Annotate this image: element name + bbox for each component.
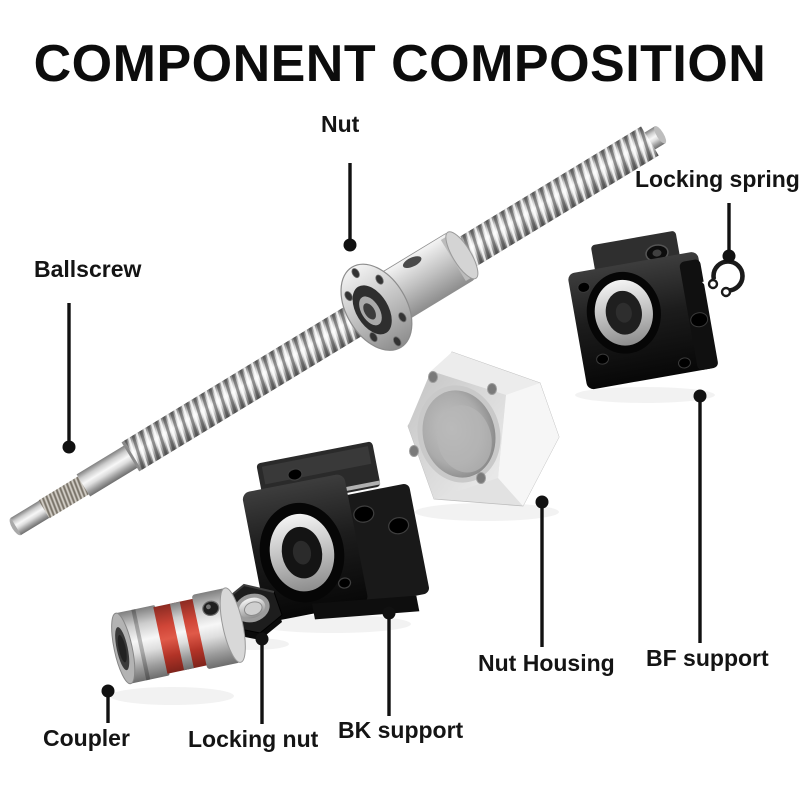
page-title: COMPONENT COMPOSITION — [33, 35, 767, 93]
label-bf-support: BF support — [646, 645, 769, 671]
label-locking-spring: Locking spring — [635, 166, 800, 192]
label-coupler: Coupler — [43, 725, 130, 751]
coupler-photo — [111, 587, 246, 685]
label-nut-housing: Nut Housing — [478, 650, 615, 676]
label-bk-support: BK support — [338, 717, 464, 743]
leader-lines — [67, 163, 731, 724]
nut-housing-photo — [407, 351, 560, 507]
leader-dots — [62, 238, 736, 698]
ballscrew-photo — [9, 126, 667, 536]
label-nut: Nut — [321, 111, 360, 137]
label-ballscrew: Ballscrew — [34, 256, 142, 282]
label-locking-nut: Locking nut — [188, 726, 319, 752]
bk-support-photo — [242, 441, 429, 622]
nut-photo — [340, 231, 479, 351]
bf-support-photo — [568, 231, 718, 390]
